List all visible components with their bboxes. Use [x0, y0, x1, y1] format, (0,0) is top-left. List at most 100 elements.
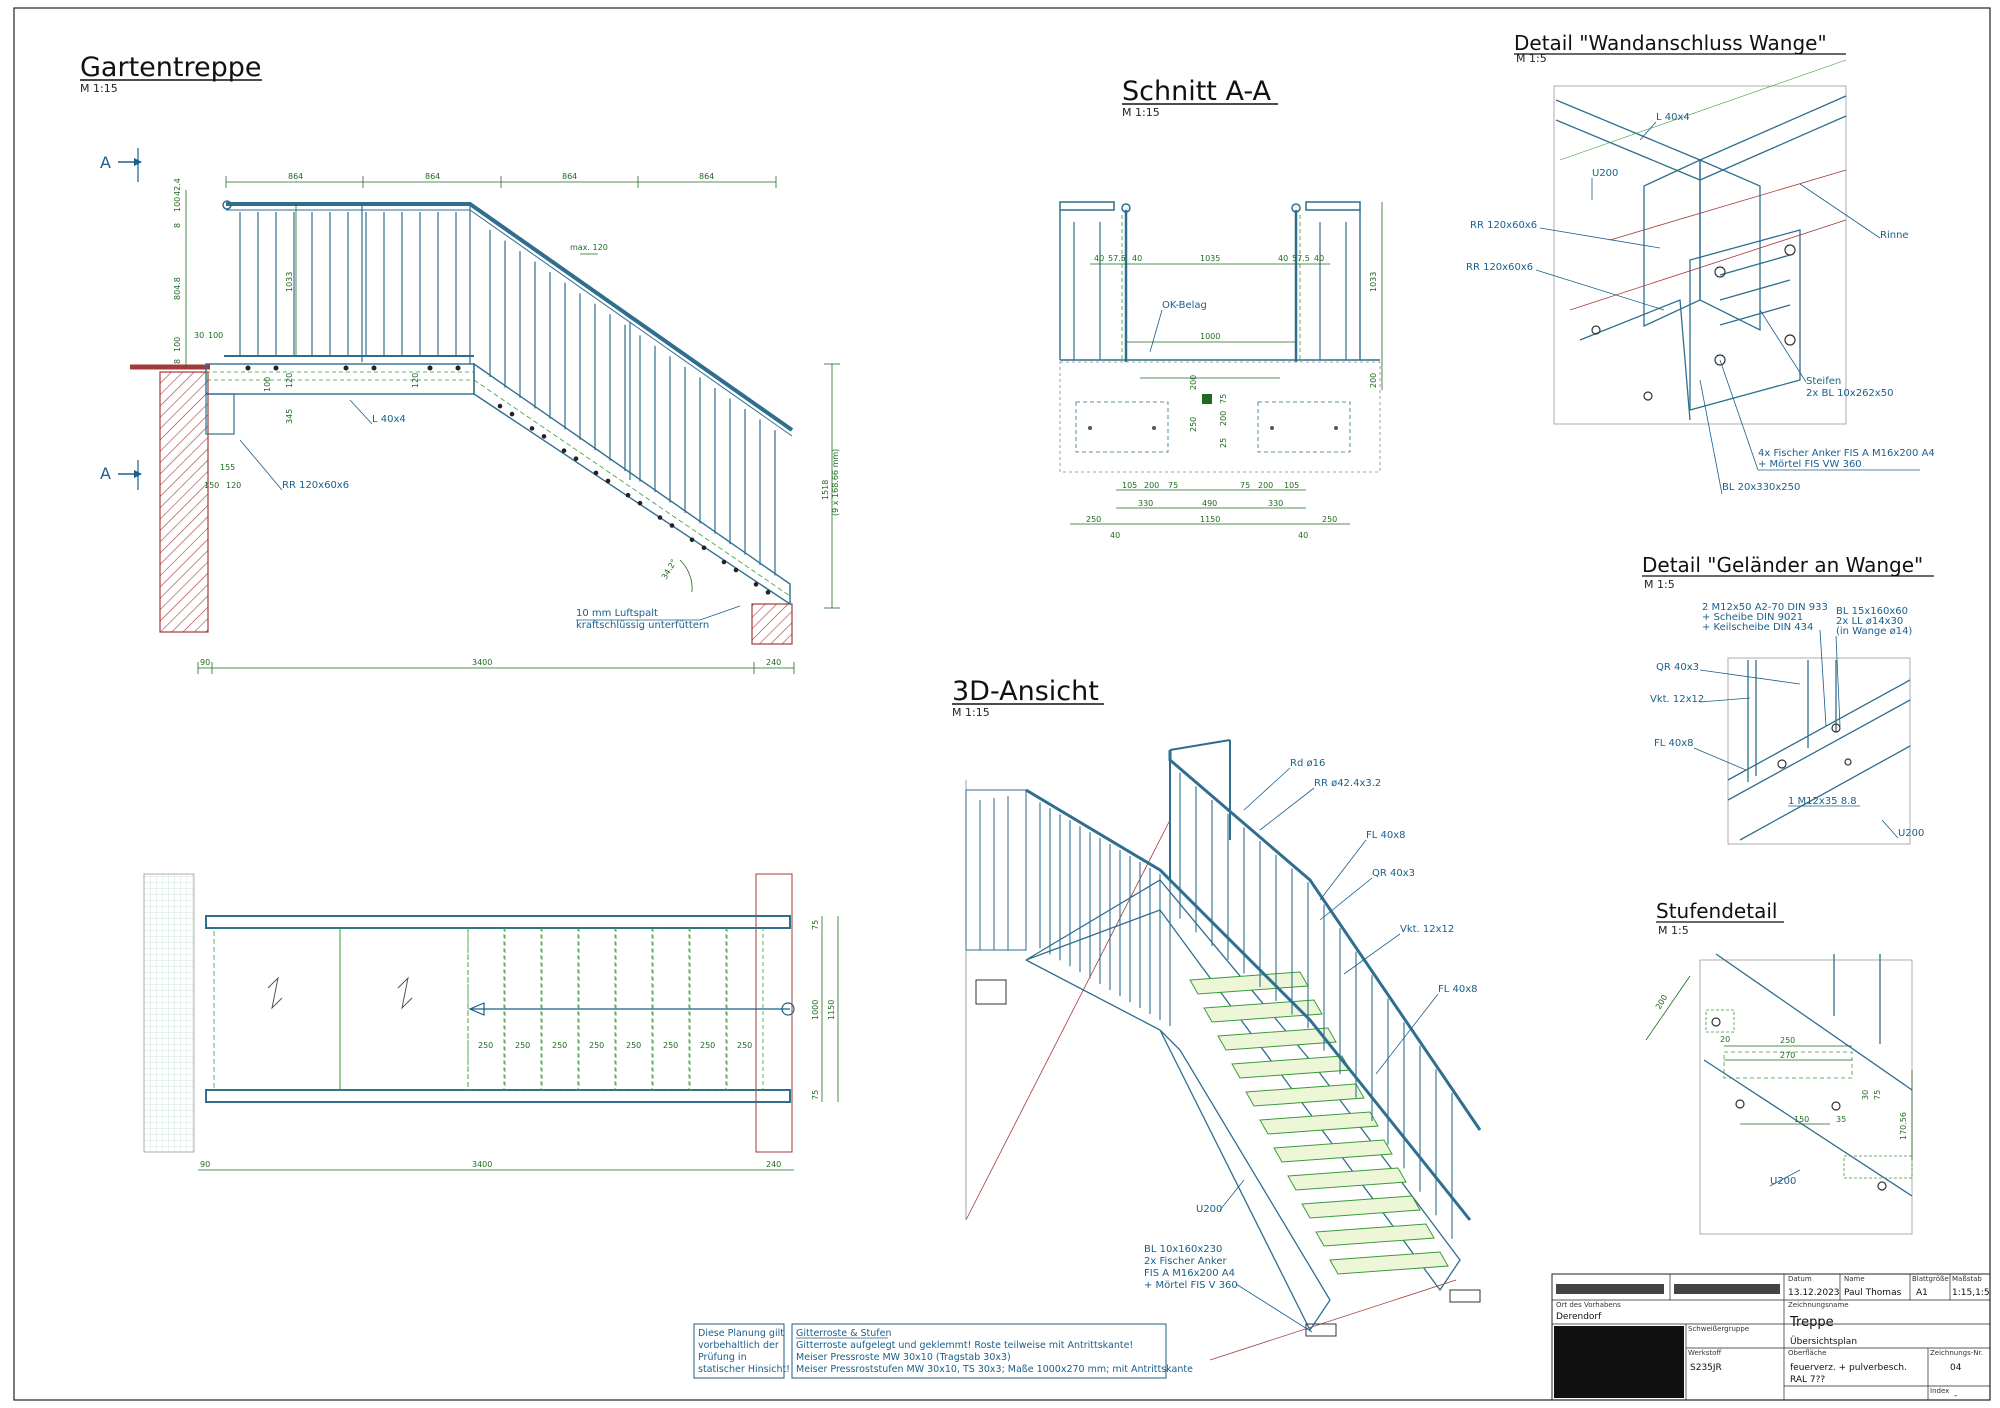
dim-schnitt-top-7: 40 — [1314, 254, 1324, 263]
detail-stufen: Stufendetail M 1:5 200 20 250 270 150 35… — [1645, 899, 1913, 1235]
tb-zeichnungsnr: 04 — [1950, 1363, 1962, 1373]
dim-side-left-5: 100 — [173, 337, 182, 352]
tb-blatt: A1 — [1916, 1288, 1928, 1298]
dim-side-small-3: 100 — [263, 377, 272, 392]
dim-plan-step: 250 — [515, 1041, 530, 1050]
tread — [1287, 1167, 1407, 1191]
dim-plan-bottom-1: 90 — [200, 1160, 210, 1169]
dim-schnitt-b1-4: 75 — [1240, 481, 1250, 490]
bolt — [497, 403, 503, 409]
dim-schnitt-vert-1: 200 — [1369, 373, 1378, 388]
dim-side-small-1: 30 — [194, 331, 204, 340]
tread — [1301, 1195, 1421, 1219]
label-gel-qr: QR 40x3 — [1656, 662, 1699, 673]
label-max-gap: max. 120 — [570, 243, 608, 252]
dim-side-top-1: 864 — [288, 172, 303, 181]
foundation — [751, 603, 793, 645]
dim-side-top-2: 864 — [425, 172, 440, 181]
dim-schnitt-b1-5: 200 — [1258, 481, 1273, 490]
dim-schnitt-top-4: 1035 — [1200, 254, 1220, 263]
dim-side-small-8: 150 — [204, 481, 219, 490]
bolt — [721, 559, 727, 565]
tb-massstab: 1:15,1:5 — [1952, 1288, 1990, 1298]
dim-schnitt-vert-3: 200 — [1189, 375, 1198, 390]
note-pruefung-1: Diese Planung gilt — [698, 1328, 784, 1339]
label-wand-u200: U200 — [1592, 168, 1618, 179]
dim-side-right-2: (9 x 168.66 mm) — [831, 449, 840, 516]
tb-oberflaeche-2: RAL 7?? — [1790, 1375, 1825, 1385]
dim-stufen-9: 170.56 — [1899, 1112, 1908, 1140]
dim-stufen-1: 200 — [1654, 993, 1669, 1011]
dim-plan-step: 250 — [552, 1041, 567, 1050]
dim-plan-step: 250 — [626, 1041, 641, 1050]
dim-stufen-3: 250 — [1780, 1036, 1795, 1045]
label-luftspalt-2: kraftschlüssig unterfüttern — [576, 620, 709, 631]
dim-schnitt-b2-2: 490 — [1202, 499, 1217, 508]
note-gitter-1: Gitterroste & Stufen — [796, 1328, 892, 1339]
tb-name: Paul Thomas — [1844, 1288, 1902, 1298]
tb-unterzeile: Übersichtsplan — [1790, 1336, 1857, 1347]
label-gel-schraube-1: 2 M12x50 A2-70 DIN 933 — [1702, 602, 1828, 613]
label-luftspalt-1: 10 mm Luftspalt — [576, 608, 658, 619]
dim-side-top-3: 864 — [562, 172, 577, 181]
dim-schnitt-b1-2: 200 — [1144, 481, 1159, 490]
note-gitter-4: Meiser Pressroststufen MW 30x10, TS 30x3… — [796, 1364, 1193, 1375]
label-3d-bl-4: + Mörtel FIS V 360 — [1144, 1280, 1238, 1291]
tread — [1329, 1251, 1449, 1275]
title-wandanschluss: Detail "Wandanschluss Wange" — [1514, 31, 1827, 55]
dim-schnitt-top-2: 57.5 — [1108, 254, 1126, 263]
dim-side-small-6: 345 — [285, 409, 294, 424]
tb-oberflaeche-1: feuerverz. + pulverbesch. — [1790, 1363, 1907, 1373]
dim-schnitt-b2-3: 330 — [1268, 499, 1283, 508]
dim-stufen-5: 150 — [1794, 1115, 1809, 1124]
view-3d: 3D-Ansicht M 1:15 Rd ø16 — [952, 676, 1482, 1361]
dim-plan-bottom-3: 240 — [766, 1160, 781, 1169]
bolt — [625, 492, 631, 498]
dim-stufen-8: 75 — [1873, 1090, 1882, 1100]
dim-side-small-4: 120 — [285, 373, 294, 388]
label-wand-anker-1: 4x Fischer Anker FIS A M16x200 A4 — [1758, 448, 1935, 459]
dim-side-height: 1033 — [285, 272, 294, 292]
dim-side-bottom-1: 90 — [200, 658, 210, 667]
tb-zeichnung: Treppe — [1789, 1315, 1834, 1330]
title-gartentreppe: Gartentreppe — [80, 52, 261, 83]
tb-h-zeichnung: Zeichnungsname — [1788, 1301, 1849, 1309]
tb-datum: 13.12.2023 — [1788, 1288, 1840, 1298]
title-schnitt: Schnitt A-A — [1122, 76, 1271, 107]
dim-schnitt-vert-7: 75 — [1219, 394, 1228, 404]
dim-side-small-5: 120 — [411, 373, 420, 388]
dim-plan-step: 250 — [737, 1041, 752, 1050]
label-gel-bl-2: 2x LL ø14x30 — [1836, 616, 1903, 627]
label-wand-rr1: RR 120x60x6 — [1470, 220, 1537, 231]
tread — [1231, 1055, 1351, 1079]
label-wand-steifen-1: Steifen — [1806, 376, 1841, 387]
tb-h-ort: Ort des Vorhabens — [1556, 1301, 1621, 1309]
tb-h-massstab: Maßstab — [1952, 1275, 1982, 1283]
dim-side-small-9: 120 — [226, 481, 241, 490]
dim-side-bottom-2: 3400 — [472, 658, 492, 667]
dim-schnitt-top-6: 57.5 — [1292, 254, 1310, 263]
bolt — [529, 426, 535, 431]
tread — [1273, 1139, 1393, 1163]
title-block: Datum 13.12.2023 Name Paul Thomas Blattg… — [1551, 1273, 1991, 1401]
tb-h-index: Index — [1930, 1387, 1949, 1395]
bolt — [657, 515, 663, 520]
tread — [1203, 999, 1323, 1023]
section-marker-bottom: A — [100, 464, 111, 483]
section-view: Schnitt A-A M 1:15 40 57.5 40 1 — [1059, 76, 1383, 540]
label-gel-vkt: Vkt. 12x12 — [1650, 694, 1704, 705]
scale-gartentreppe: M 1:15 — [80, 82, 118, 95]
dim-side-left-3: 42.4 — [173, 178, 182, 196]
dim-schnitt-vert-5: 200 — [1219, 411, 1228, 426]
dim-stufen-4: 270 — [1780, 1051, 1795, 1060]
tb-h-schweiss: Schweißergruppe — [1688, 1325, 1749, 1333]
label-3d-u200: U200 — [1196, 1204, 1222, 1215]
scale-3d: M 1:15 — [952, 706, 990, 719]
tread — [1217, 1027, 1337, 1051]
label-wand-rinne: Rinne — [1880, 230, 1909, 241]
bolt — [541, 434, 547, 439]
dim-schnitt-mid: 1000 — [1200, 332, 1220, 341]
tb-werkstoff: S235JR — [1690, 1363, 1722, 1373]
